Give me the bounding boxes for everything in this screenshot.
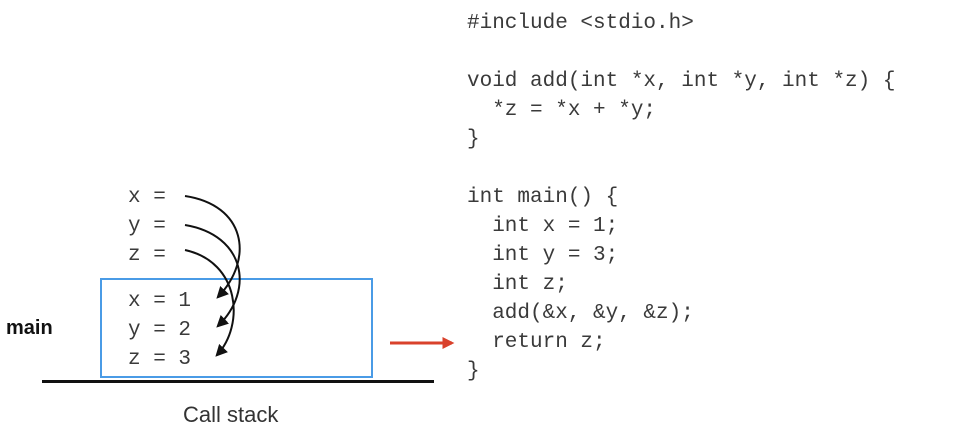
add-frame-var-z: z = [128, 244, 166, 267]
code-line-1: #include <stdio.h> [467, 12, 694, 35]
code-line-13: } [467, 360, 480, 383]
code-line-2 [467, 38, 895, 67]
code-line-8: int x = 1; [467, 215, 619, 238]
add-frame-var-y: y = [128, 215, 166, 238]
code-line-9: int y = 3; [467, 244, 619, 267]
main-frame-var-x: x = 1 [128, 290, 192, 313]
code-line-12: return z; [467, 331, 606, 354]
code-line-7: int main() { [467, 186, 619, 209]
main-frame-label: main [6, 317, 53, 339]
code-line-6 [467, 154, 895, 183]
code-line-11: add(&x, &y, &z); [467, 302, 694, 325]
main-frame-var-y: y = 2 [128, 319, 192, 342]
code-line-5: } [467, 128, 480, 151]
main-frame-var-z: z = 3 [128, 348, 192, 371]
stack-base-line [42, 380, 434, 383]
code-line-4: *z = *x + *y; [467, 99, 657, 122]
code-line-10: int z; [467, 273, 568, 296]
code-line-3: void add(int *x, int *y, int *z) { [467, 70, 896, 93]
source-code: #include <stdio.h> void add(int *x, int *… [467, 9, 895, 386]
call-stack-caption: Call stack [183, 402, 279, 427]
add-frame-var-x: x = [128, 186, 166, 209]
